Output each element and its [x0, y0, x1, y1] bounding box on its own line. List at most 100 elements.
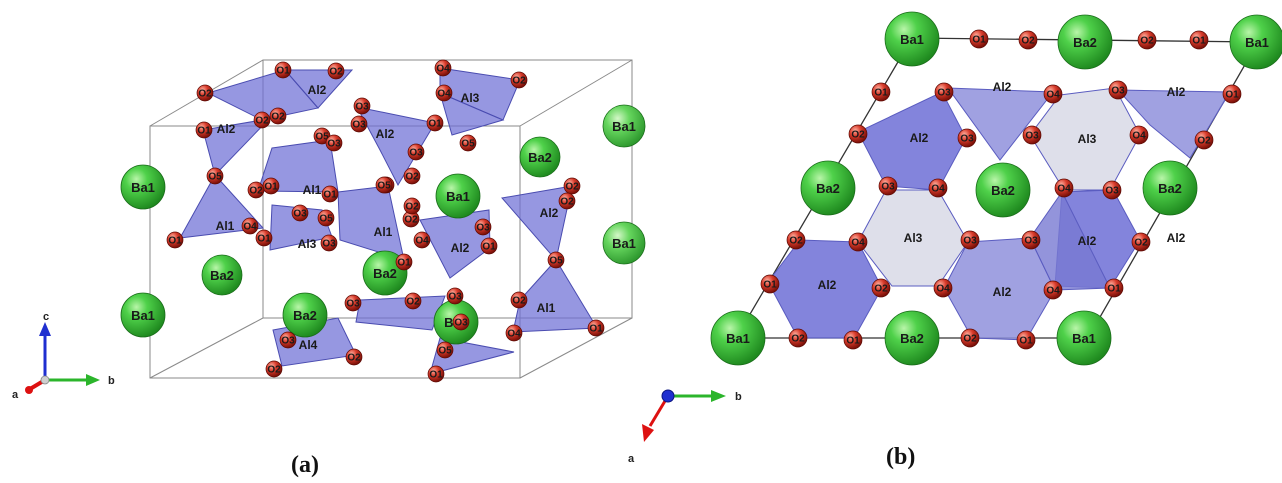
oxygen-label: O2: [249, 186, 263, 197]
oxygen-atom: O3: [1021, 230, 1041, 250]
oxygen-label: O5: [208, 172, 222, 183]
barium-label: Ba1: [1072, 331, 1096, 346]
oxygen-atom: O1: [871, 82, 891, 102]
oxygen-atom: O2: [196, 84, 214, 102]
oxygen-atom: O1: [1189, 30, 1209, 50]
oxygen-label: O5: [438, 346, 452, 357]
oxygen-atom: O1: [1016, 330, 1036, 350]
oxygen-label: O1: [1225, 90, 1239, 101]
aluminum-label: Al2: [993, 80, 1012, 94]
oxygen-label: O2: [1197, 136, 1211, 147]
barium-atom: Ba2: [800, 160, 856, 216]
oxygen-atom: O4: [848, 232, 868, 252]
oxygen-label: O2: [267, 365, 281, 376]
oxygen-atom: O2: [345, 348, 363, 366]
barium-atom: Ba1: [120, 164, 166, 210]
oxygen-label: O1: [1192, 36, 1206, 47]
oxygen-label: O2: [789, 236, 803, 247]
aluminum-label: Al2: [308, 83, 327, 97]
aluminum-label: Al2: [910, 131, 929, 145]
oxygen-atom: O3: [407, 143, 425, 161]
oxygen-atom: O4: [505, 324, 523, 342]
oxygen-atom: O2: [1137, 30, 1157, 50]
barium-label: Ba2: [1158, 181, 1182, 196]
oxygen-atom: O4: [1129, 125, 1149, 145]
oxygen-atom: O3: [325, 134, 343, 152]
aluminum-label: Al1: [374, 225, 393, 239]
oxygen-atom: O3: [446, 287, 464, 305]
oxygen-label: O1: [972, 35, 986, 46]
barium-label: Ba2: [991, 183, 1015, 198]
oxygen-label: O3: [881, 182, 895, 193]
oxygen-label: O4: [931, 184, 945, 195]
oxygen-label: O4: [243, 222, 257, 233]
oxygen-label: O1: [257, 234, 271, 245]
oxygen-atom: O4: [413, 231, 431, 249]
oxygen-label: O3: [937, 88, 951, 99]
barium-label: Ba2: [293, 308, 317, 323]
oxygen-label: O4: [415, 236, 429, 247]
oxygen-atom: O1: [760, 274, 780, 294]
oxygen-label: O4: [1132, 131, 1146, 142]
oxygen-atom: O3: [957, 128, 977, 148]
oxygen-atom: O2: [788, 328, 808, 348]
oxygen-atom: O2: [558, 192, 576, 210]
barium-label: Ba1: [612, 119, 636, 134]
axis-b-label: b: [108, 375, 115, 387]
oxygen-label: O1: [323, 190, 337, 201]
oxygen-atom: O2: [403, 197, 421, 215]
aluminum-label: Al3: [1078, 132, 1097, 146]
aluminum-label: Al3: [461, 91, 480, 105]
oxygen-label: O2: [512, 296, 526, 307]
oxygen-label: O1: [168, 236, 182, 247]
oxygen-atom: O3: [320, 234, 338, 252]
al-tetrahedra-b: [767, 87, 1231, 341]
oxygen-atom: O5: [547, 251, 565, 269]
barium-atom: Ba2: [884, 310, 940, 366]
oxygen-atom: O4: [241, 217, 259, 235]
oxygen-label: O3: [352, 120, 366, 131]
aluminum-label: Al2: [451, 241, 470, 255]
oxygen-atom: O5: [317, 209, 335, 227]
oxygen-label: O2: [565, 182, 579, 193]
oxygen-atom: O2: [960, 328, 980, 348]
oxygen-label: O2: [255, 116, 269, 127]
oxygen-atom: O4: [928, 178, 948, 198]
oxygen-atom: O1: [969, 29, 989, 49]
oxygen-atom: O2: [871, 278, 891, 298]
a-axis-arrow-icon-2: [642, 424, 654, 442]
barium-label: Ba1: [612, 236, 636, 251]
c-axis-dot-icon: [661, 389, 675, 403]
oxygen-label: O4: [851, 238, 865, 249]
oxygen-label: O3: [963, 236, 977, 247]
barium-label: Ba2: [816, 181, 840, 196]
oxygen-atom: O3: [474, 218, 492, 236]
oxygen-label: O2: [560, 197, 574, 208]
oxygen-atom: O3: [1102, 180, 1122, 200]
oxygen-label: O4: [437, 89, 451, 100]
oxygen-label: O1: [846, 336, 860, 347]
axis-a-label-2: a: [628, 453, 635, 465]
barium-atom: Ba2: [1142, 160, 1198, 216]
axis-triad-a: c b a: [12, 311, 115, 401]
barium-label: Ba1: [900, 32, 924, 47]
barium-atom: Ba1: [884, 11, 940, 67]
b-axis-arrow-icon-2: [711, 390, 726, 402]
oxygen-label: O4: [1046, 286, 1060, 297]
oxygen-label: O2: [1021, 36, 1035, 47]
axis-a-label: a: [12, 389, 19, 401]
aluminum-label: Al2: [1167, 85, 1186, 99]
oxygen-atom: O1: [195, 121, 213, 139]
barium-label: Ba2: [1073, 35, 1097, 50]
oxygen-atom: O1: [1104, 278, 1124, 298]
barium-atom: Ba1: [120, 292, 166, 338]
aluminum-label: Al4: [299, 338, 318, 352]
oxygen-atom: O2: [247, 181, 265, 199]
barium-atom: Ba1: [602, 104, 646, 148]
barium-atom: Ba1: [602, 221, 646, 265]
